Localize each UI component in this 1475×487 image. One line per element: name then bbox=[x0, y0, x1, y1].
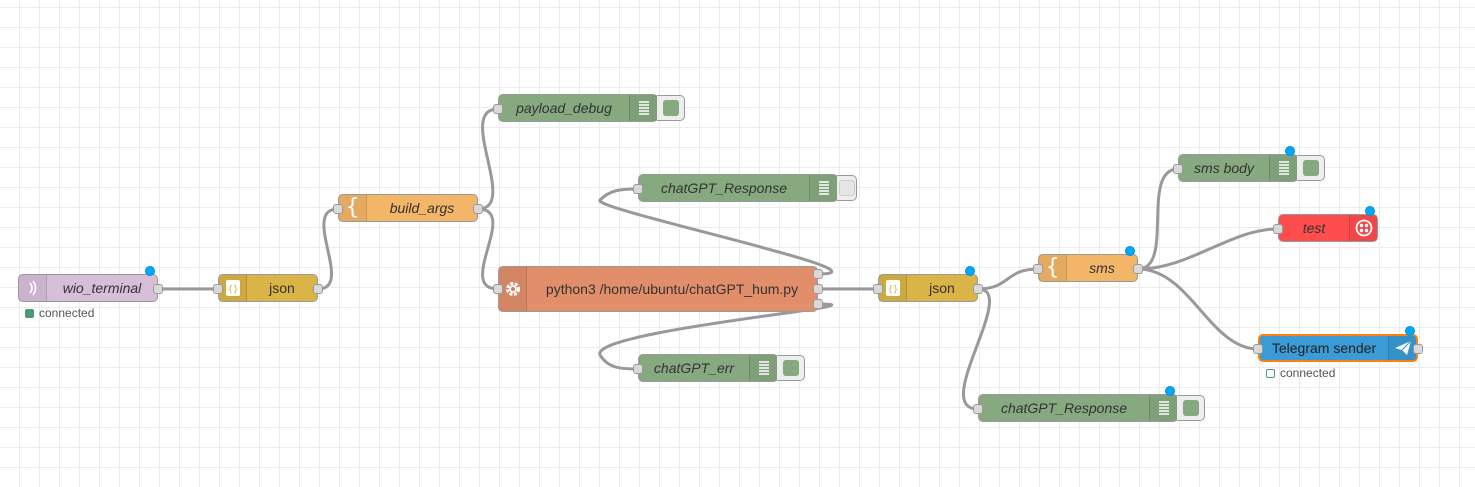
node-label: json bbox=[269, 280, 295, 296]
changed-indicator bbox=[965, 266, 975, 276]
toggle-square-icon bbox=[1182, 400, 1199, 416]
changed-indicator bbox=[1165, 386, 1175, 396]
input-port[interactable] bbox=[1173, 164, 1183, 174]
output-port[interactable] bbox=[313, 284, 323, 294]
build-args-node[interactable]: { build_args bbox=[338, 194, 478, 222]
wire bbox=[477, 207, 499, 291]
node-label: build_args bbox=[389, 200, 455, 216]
changed-indicator bbox=[1365, 206, 1375, 216]
wire bbox=[962, 287, 991, 411]
status-dot-icon bbox=[25, 308, 34, 318]
input-port[interactable] bbox=[1033, 264, 1043, 274]
debug-toggle-button[interactable] bbox=[837, 175, 857, 201]
list-lines-icon bbox=[629, 95, 657, 121]
input-port[interactable] bbox=[973, 404, 983, 414]
status-ring-icon bbox=[1266, 368, 1275, 378]
output-port[interactable] bbox=[153, 284, 163, 294]
changed-indicator bbox=[145, 266, 155, 276]
exec-node[interactable]: python3 /home/ubuntu/chatGPT_hum.py bbox=[498, 266, 818, 312]
telegram-sender-node[interactable]: Telegram sender bbox=[1258, 334, 1418, 362]
output-port[interactable] bbox=[973, 284, 983, 294]
list-lines-icon bbox=[1269, 155, 1297, 181]
wire bbox=[1137, 267, 1259, 351]
wire bbox=[317, 207, 339, 291]
svg-text:{}: {} bbox=[887, 285, 898, 295]
input-port[interactable] bbox=[213, 284, 223, 294]
json-node[interactable]: {} json bbox=[878, 274, 978, 302]
signal-wave-icon bbox=[19, 275, 47, 301]
changed-indicator bbox=[1285, 146, 1295, 156]
debug-toggle-button[interactable] bbox=[657, 95, 685, 121]
twilio-icon bbox=[1349, 215, 1377, 241]
input-port[interactable] bbox=[493, 284, 503, 294]
output-port[interactable] bbox=[1133, 264, 1143, 274]
input-port[interactable] bbox=[1253, 344, 1263, 354]
toggle-square-icon bbox=[838, 180, 855, 196]
node-label: wio_terminal bbox=[62, 280, 142, 296]
json-node[interactable]: {} json bbox=[218, 274, 318, 302]
wire bbox=[1137, 167, 1179, 271]
node-label: chatGPT_err bbox=[653, 360, 735, 376]
stdout-port[interactable] bbox=[813, 269, 823, 279]
chatgpt-response-top-node[interactable]: chatGPT_Response bbox=[638, 174, 838, 202]
list-lines-icon bbox=[1149, 395, 1177, 421]
debug-toggle-button[interactable] bbox=[1297, 155, 1325, 181]
output-port[interactable] bbox=[473, 204, 483, 214]
input-port[interactable] bbox=[633, 184, 643, 194]
input-port[interactable] bbox=[873, 284, 883, 294]
node-label: Telegram sender bbox=[1271, 340, 1377, 356]
list-lines-icon bbox=[749, 355, 777, 381]
test-twilio-node[interactable]: test bbox=[1278, 214, 1378, 242]
wire bbox=[477, 107, 499, 211]
output-port[interactable] bbox=[1413, 344, 1423, 354]
node-label: test bbox=[1302, 220, 1326, 236]
sms-function-node[interactable]: { sms bbox=[1038, 254, 1138, 282]
node-status: connected bbox=[1266, 366, 1335, 380]
wio-terminal-node[interactable]: wio_terminal bbox=[18, 274, 158, 302]
return-code-port[interactable] bbox=[813, 299, 823, 309]
node-label: python3 /home/ubuntu/chatGPT_hum.py bbox=[545, 281, 799, 297]
toggle-square-icon bbox=[1302, 160, 1319, 176]
wire bbox=[977, 267, 1039, 291]
list-lines-icon bbox=[809, 175, 837, 201]
node-label: payload_debug bbox=[516, 100, 612, 116]
json-braces-icon: {} bbox=[219, 275, 247, 301]
input-port[interactable] bbox=[1273, 224, 1283, 234]
input-port[interactable] bbox=[493, 104, 503, 114]
wire bbox=[1137, 227, 1279, 271]
payload-debug-node[interactable]: payload_debug bbox=[498, 94, 658, 122]
node-label: sms bbox=[1089, 260, 1115, 276]
toggle-square-icon bbox=[662, 100, 679, 116]
changed-indicator bbox=[1125, 246, 1135, 256]
svg-text:{}: {} bbox=[227, 285, 238, 295]
node-label: sms body bbox=[1194, 160, 1254, 176]
node-label: chatGPT_Response bbox=[660, 180, 788, 196]
debug-toggle-button[interactable] bbox=[777, 355, 805, 381]
stderr-port[interactable] bbox=[813, 284, 823, 294]
changed-indicator bbox=[1405, 326, 1415, 336]
toggle-square-icon bbox=[782, 360, 799, 376]
input-port[interactable] bbox=[333, 204, 343, 214]
chatgpt-err-node[interactable]: chatGPT_err bbox=[638, 354, 778, 382]
gear-icon bbox=[499, 267, 527, 311]
node-status: connected bbox=[25, 306, 94, 320]
paper-plane-icon bbox=[1388, 336, 1416, 360]
debug-toggle-button[interactable] bbox=[1177, 395, 1205, 421]
node-label: chatGPT_Response bbox=[1000, 400, 1128, 416]
sms-body-node[interactable]: sms body bbox=[1178, 154, 1298, 182]
chatgpt-response-bottom-node[interactable]: chatGPT_Response bbox=[978, 394, 1178, 422]
node-label: json bbox=[929, 280, 955, 296]
json-braces-icon: {} bbox=[879, 275, 907, 301]
curly-brace-icon: { bbox=[339, 195, 367, 221]
curly-brace-icon: { bbox=[1039, 255, 1067, 281]
input-port[interactable] bbox=[633, 364, 643, 374]
